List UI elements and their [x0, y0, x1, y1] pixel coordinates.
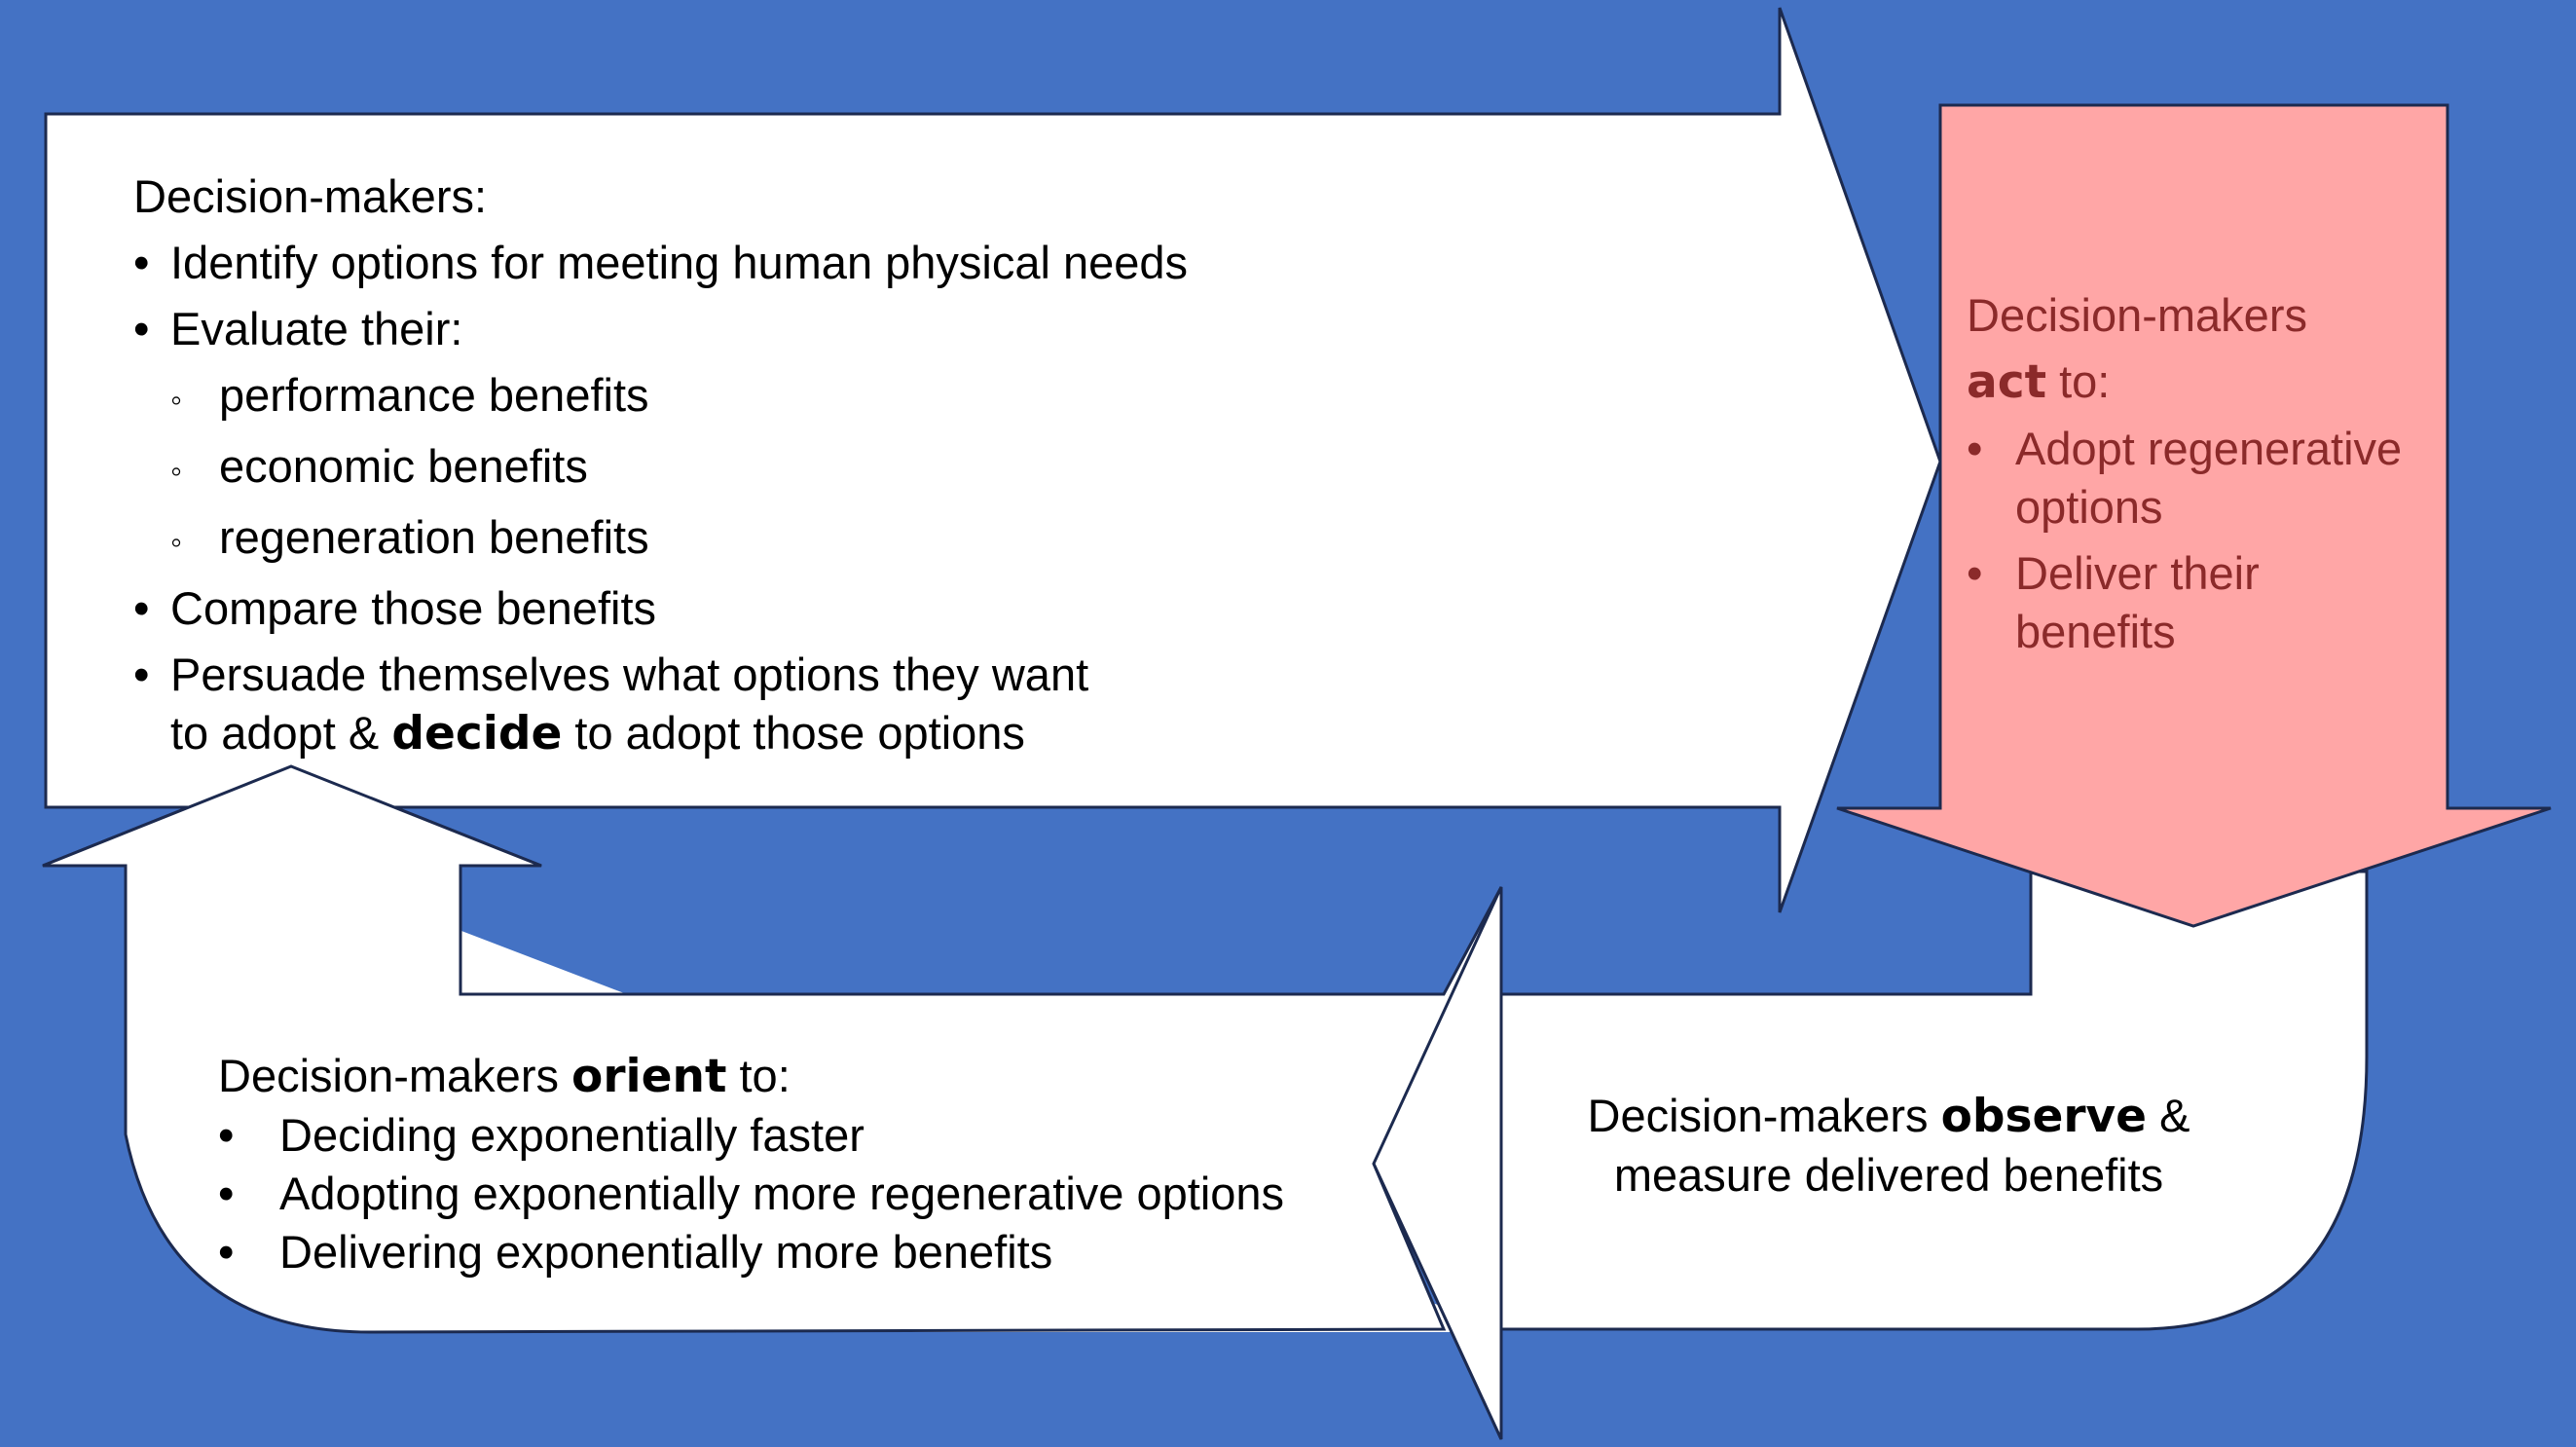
orient-item-deciding-text: Deciding exponentially faster	[279, 1109, 865, 1161]
bullet-dot: •	[133, 303, 150, 354]
decide-text-block: Decision-makers: • Identify options for m…	[133, 167, 1188, 763]
act-heading-line2: act to:	[1967, 352, 2402, 412]
orient-text-b: to:	[726, 1050, 791, 1101]
orient-item-deciding: • Deciding exponentially faster	[218, 1106, 1284, 1165]
decide-subitem-regeneration: ◦ regeneration benefits	[133, 508, 1188, 572]
decide-item-evaluate: • Evaluate their:	[133, 300, 1188, 358]
decide-item-compare: • Compare those benefits	[133, 579, 1188, 638]
observe-text-a: Decision-makers	[1587, 1090, 1941, 1141]
orient-heading: Decision-makers orient to:	[218, 1047, 1284, 1106]
decide-subitem-performance-text: performance benefits	[219, 369, 649, 421]
orient-item-adopting-text: Adopting exponentially more regenerative…	[279, 1168, 1285, 1219]
decide-subitem-economic-text: economic benefits	[219, 440, 588, 492]
bullet-dot: •	[133, 237, 150, 288]
decide-item-persuade: • Persuade themselves what options they w…	[133, 646, 1188, 704]
bullet-dot: •	[218, 1226, 235, 1278]
bullet-circle: ◦	[170, 382, 183, 419]
act-arrow	[1836, 103, 2552, 928]
bullet-dot: •	[133, 649, 150, 700]
bullet-circle: ◦	[170, 524, 183, 561]
orient-item-adopting: • Adopting exponentially more regenerativ…	[218, 1165, 1284, 1223]
decide-subitem-performance: ◦ performance benefits	[133, 366, 1188, 429]
observe-to-orient-arrowhead	[1372, 886, 1503, 1440]
observe-keyword: observe	[1940, 1090, 2148, 1143]
bullet-dot: •	[218, 1109, 235, 1161]
observe-line1: Decision-makers observe &	[1558, 1087, 2220, 1146]
act-text-block: Decision-makers act to: • Adopt regenerat…	[1967, 286, 2402, 661]
act-item-adopt-cont: options	[1967, 478, 2402, 537]
decide-heading: Decision-makers:	[133, 170, 488, 222]
observe-text-block: Decision-makers observe & measure delive…	[1558, 1087, 2220, 1205]
orient-item-delivering-text: Delivering exponentially more benefits	[279, 1226, 1053, 1278]
observe-text-b: &	[2147, 1090, 2190, 1141]
observe-line2: measure delivered benefits	[1613, 1149, 2164, 1201]
orient-text-a: Decision-makers	[218, 1050, 572, 1101]
act-item-deliver-cont: benefits	[1967, 603, 2402, 661]
up-arrow-shaft-fill	[128, 857, 459, 993]
orient-item-delivering: • Delivering exponentially more benefits	[218, 1223, 1284, 1281]
act-item-adopt-line1: Adopt regenerative	[2015, 423, 2403, 474]
decide-persuade-text-a: to adopt &	[170, 707, 392, 759]
orient-text-block: Decision-makers orient to: • Deciding exp…	[218, 1047, 1284, 1281]
bullet-dot: •	[133, 582, 150, 634]
decide-subitem-economic: ◦ economic benefits	[133, 437, 1188, 501]
orient-keyword: orient	[571, 1050, 727, 1103]
decide-item-persuade-line1: Persuade themselves what options they wa…	[170, 649, 1089, 700]
decide-keyword: decide	[391, 707, 563, 761]
bullet-circle: ◦	[170, 453, 183, 490]
act-keyword: act	[1967, 355, 2047, 409]
act-item-deliver-line2: benefits	[2015, 606, 2176, 657]
act-item-deliver-line1: Deliver their	[2015, 547, 2260, 599]
decide-item-persuade-line2: to adopt & decide to adopt those options	[133, 704, 1188, 763]
act-after-keyword: to:	[2046, 355, 2111, 407]
decide-item-evaluate-text: Evaluate their:	[170, 303, 463, 354]
act-heading: Decision-makers	[1967, 289, 2307, 341]
bullet-dot: •	[1967, 423, 1983, 474]
act-item-deliver: • Deliver their	[1967, 544, 2402, 603]
decide-item-identify: • Identify options for meeting human phys…	[133, 234, 1188, 292]
decide-subitem-regeneration-text: regeneration benefits	[219, 511, 649, 563]
act-item-adopt: • Adopt regenerative	[1967, 420, 2402, 478]
decide-item-identify-text: Identify options for meeting human physi…	[170, 237, 1189, 288]
decide-persuade-text-b: to adopt those options	[562, 707, 1025, 759]
decide-item-compare-text: Compare those benefits	[170, 582, 657, 634]
act-item-adopt-line2: options	[2015, 481, 2163, 533]
bullet-dot: •	[218, 1168, 235, 1219]
bullet-dot: •	[1967, 547, 1983, 599]
